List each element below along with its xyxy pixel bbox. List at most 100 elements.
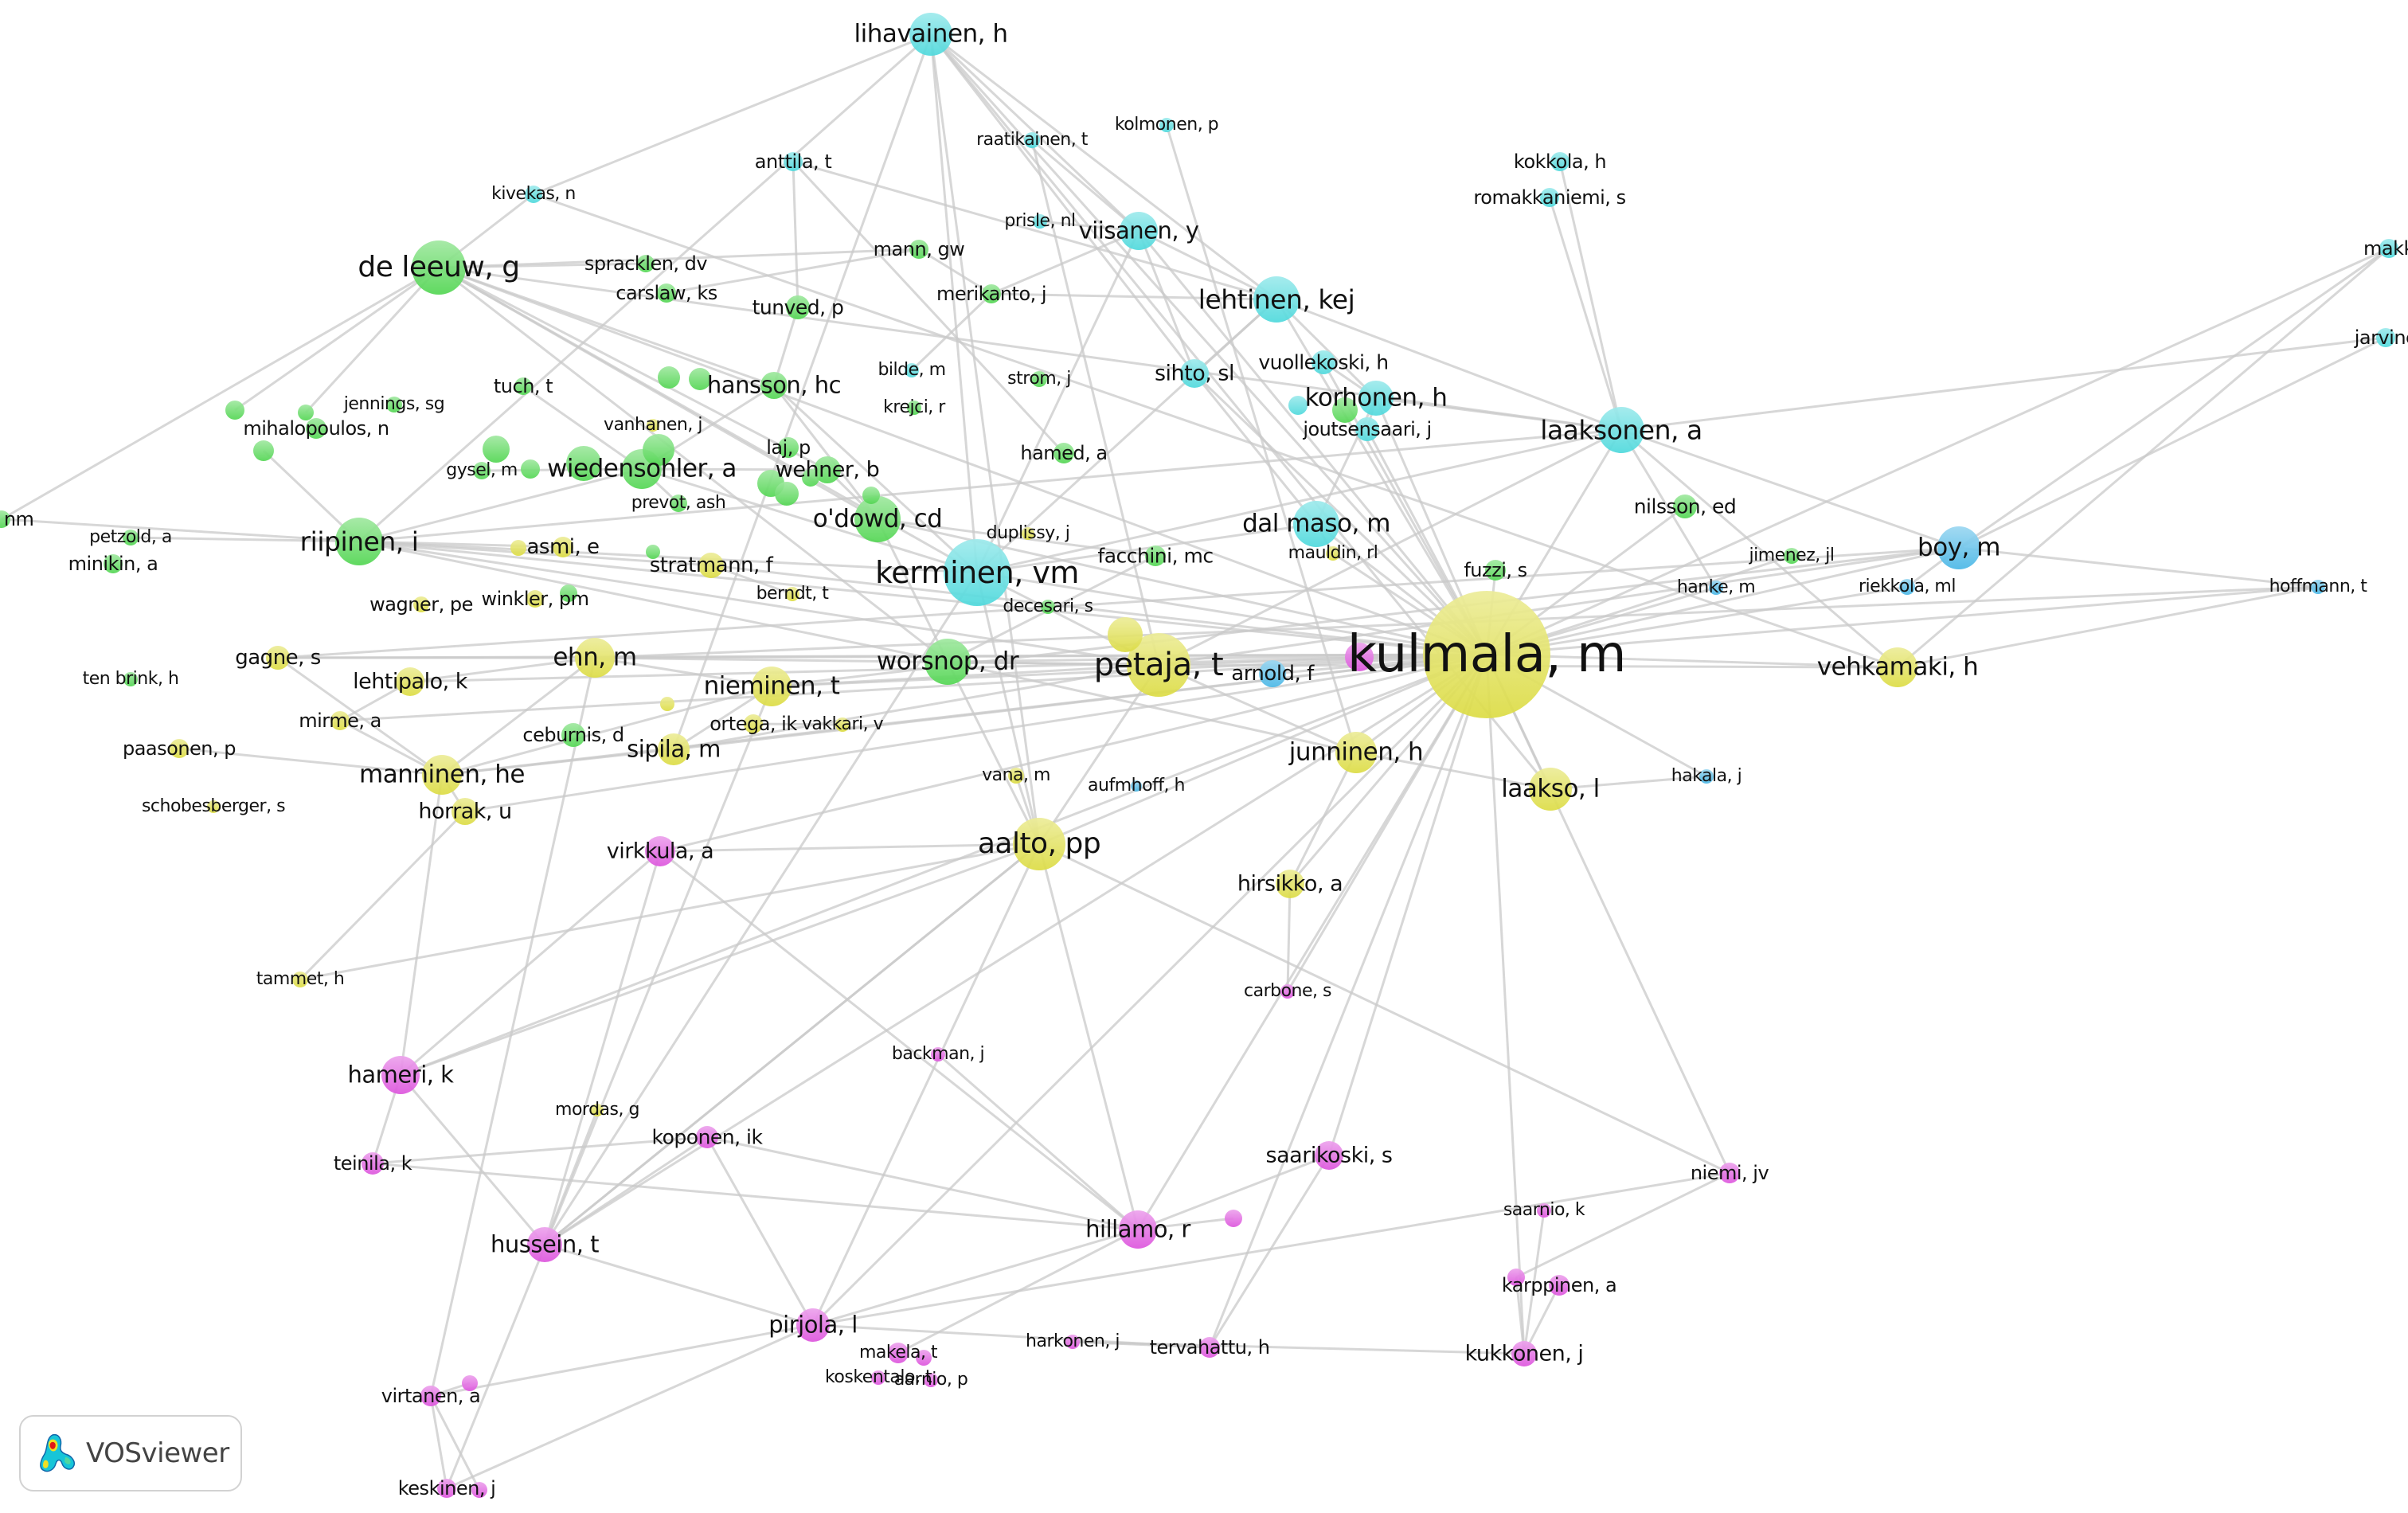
node-label-mirme[interactable]: mirme, a (299, 710, 381, 732)
node-label-saarikoski[interactable]: saarikoski, s (1265, 1143, 1393, 1168)
node-label-carslaw[interactable]: carslaw, ks (616, 282, 717, 304)
node-wied3[interactable] (643, 434, 674, 466)
node-minikin[interactable] (104, 554, 123, 573)
node-label-vana[interactable]: vana, m (982, 765, 1050, 785)
node-romakkaniemi[interactable] (1540, 188, 1559, 207)
node-makela[interactable] (888, 1343, 909, 1363)
node-vakkari[interactable] (835, 717, 850, 732)
node-boy[interactable] (1937, 526, 1980, 569)
node-kulmala[interactable] (1423, 591, 1550, 718)
node-label-jennings[interactable]: jennings, sg (343, 394, 445, 414)
node-label-wiedensohler[interactable]: wiedensohler, a (547, 454, 737, 483)
node-worsnop[interactable] (924, 639, 971, 685)
node-yel_small[interactable] (660, 697, 674, 711)
node-label-vuollekoski[interactable]: vuollekoski, h (1258, 350, 1389, 374)
node-label-tammet[interactable]: tammet, h (256, 969, 345, 989)
vosviewer-badge[interactable]: VOSviewer (19, 1415, 242, 1491)
node-label-hameri[interactable]: hameri, k (347, 1061, 454, 1089)
node-petzold[interactable] (123, 530, 139, 545)
node-green_mid2[interactable] (560, 584, 577, 602)
node-label-pirjola[interactable]: pirjola, l (768, 1311, 858, 1339)
node-label-sipila[interactable]: sipila, m (627, 735, 721, 763)
node-label-aarnio[interactable]: aarnio, p (893, 1370, 968, 1390)
node-laaksonen[interactable] (1598, 407, 1644, 453)
node-label-jarvinen[interactable]: jarvine (2354, 326, 2408, 349)
node-green_mid[interactable] (646, 545, 660, 559)
node-label-hanke[interactable]: hanke, m (1676, 577, 1756, 597)
node-jennings[interactable] (386, 397, 402, 412)
node-label-fuzzi[interactable]: fuzzi, s (1464, 559, 1527, 581)
node-label-boy[interactable]: boy, m (1917, 533, 2000, 562)
node-ortega[interactable] (744, 714, 763, 733)
node-label-vakkari[interactable]: vakkari, v (801, 714, 884, 734)
node-label-decesari[interactable]: decesari, s (1003, 596, 1093, 616)
node-kokkola[interactable] (1550, 152, 1570, 171)
node-laakso[interactable] (1529, 768, 1572, 811)
node-label-jimenez[interactable]: jimenez, jl (1749, 545, 1835, 565)
node-label-kolmonen[interactable]: kolmonen, p (1114, 115, 1219, 135)
node-label-aalto[interactable]: aalto, pp (977, 827, 1101, 860)
node-label-kulmala[interactable]: kulmala, m (1347, 625, 1627, 684)
node-berndt[interactable] (785, 587, 799, 601)
node-jimenez[interactable] (1784, 548, 1800, 564)
node-label-tenbrink[interactable]: ten brink, h (82, 669, 179, 689)
node-label-nieminen[interactable]: nieminen, t (703, 671, 840, 701)
node-keskinen[interactable] (437, 1479, 456, 1498)
node-korh_green[interactable] (1332, 397, 1358, 423)
node-paasonen[interactable] (170, 739, 189, 758)
node-hanke[interactable] (1709, 581, 1723, 595)
node-duplissy[interactable] (1022, 527, 1034, 540)
node-label-junninen[interactable]: junninen, h (1288, 737, 1424, 767)
node-label-aufmhoff[interactable]: aufmhoff, h (1088, 776, 1185, 796)
node-prevot[interactable] (670, 495, 687, 512)
node-tenbrink[interactable] (123, 672, 138, 686)
node-label-odowd[interactable]: o'dowd, cd (812, 504, 943, 534)
node-label-saarnio[interactable]: saarnio, k (1503, 1200, 1585, 1220)
node-kulm_mag[interactable] (1345, 643, 1374, 671)
node-hoffmann[interactable] (2311, 580, 2325, 594)
node-mihalopoulos[interactable] (306, 418, 326, 439)
node-hussein[interactable] (527, 1227, 562, 1262)
node-kerminen[interactable] (944, 539, 1010, 606)
node-label-hakala[interactable]: hakala, j (1671, 766, 1742, 786)
node-label-schobesberger[interactable]: schobesberger, s (141, 796, 286, 816)
node-label-backman[interactable]: backman, j (891, 1044, 985, 1064)
node-karppinen[interactable] (1549, 1275, 1570, 1296)
node-label-laaksonen[interactable]: laaksonen, a (1540, 414, 1702, 446)
node-kivekas[interactable] (525, 186, 542, 203)
node-label-lehtinen[interactable]: lehtinen, kej (1198, 283, 1355, 315)
node-label-wagner[interactable]: wagner, pe (369, 593, 473, 616)
node-saarikoski[interactable] (1315, 1141, 1343, 1170)
node-label-krejci[interactable]: krejci, r (883, 397, 945, 417)
node-label-bilde[interactable]: bilde, m (878, 360, 946, 380)
node-krejci[interactable] (907, 401, 921, 415)
node-mih2[interactable] (225, 401, 244, 420)
node-petaja[interactable] (1127, 633, 1190, 697)
node-label-riekkola[interactable]: riekkola, ml (1859, 577, 1956, 596)
node-winkler[interactable] (526, 590, 544, 608)
node-nieminen[interactable] (752, 667, 792, 706)
node-spracklen[interactable] (637, 255, 655, 272)
node-label-merikanto[interactable]: merikanto, j (936, 283, 1047, 305)
node-nilsson[interactable] (1673, 495, 1697, 518)
node-label-raatikainen[interactable]: raatikainen, t (976, 130, 1088, 150)
node-jarvinen[interactable] (2376, 328, 2395, 347)
node-asmi[interactable] (553, 537, 573, 557)
node-tuch[interactable] (514, 377, 532, 395)
node-makela2[interactable] (916, 1350, 932, 1366)
node-label-petzold[interactable]: petzold, a (89, 527, 172, 547)
node-stratmann[interactable] (698, 553, 724, 578)
node-label-lehtipalo[interactable]: lehtipalo, k (353, 669, 467, 694)
node-anttila[interactable] (784, 152, 803, 171)
node-label-minikin[interactable]: minikin, a (68, 553, 158, 575)
node-label-koskentalo[interactable]: koskentalo, t (824, 1367, 932, 1387)
node-label-horrak[interactable]: horrak, u (418, 799, 512, 824)
node-lehtinen[interactable] (1253, 276, 1300, 323)
node-label-berndt[interactable]: berndt, t (756, 584, 829, 604)
node-koskentalo[interactable] (871, 1370, 885, 1385)
node-hameri[interactable] (381, 1056, 420, 1094)
node-hamed[interactable] (1054, 443, 1074, 463)
node-label-gysel[interactable]: gysel, m (446, 460, 518, 480)
node-odowd[interactable] (854, 496, 901, 542)
node-facchini[interactable] (1145, 545, 1166, 566)
